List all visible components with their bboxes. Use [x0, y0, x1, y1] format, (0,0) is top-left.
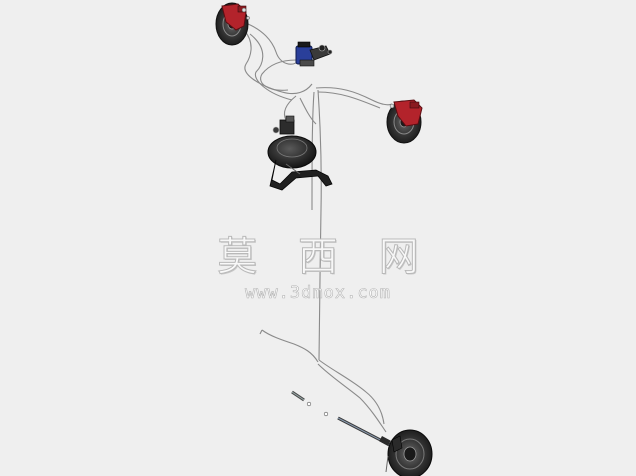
front-left-brake-assembly [215, 2, 250, 46]
brake-booster-assembly [267, 115, 333, 191]
master-cylinder-reservoir [295, 41, 333, 67]
brake-lines [243, 23, 393, 433]
loose-fittings [291, 390, 329, 417]
rear-brake-assembly [337, 416, 433, 476]
front-right-brake-assembly [386, 99, 423, 144]
